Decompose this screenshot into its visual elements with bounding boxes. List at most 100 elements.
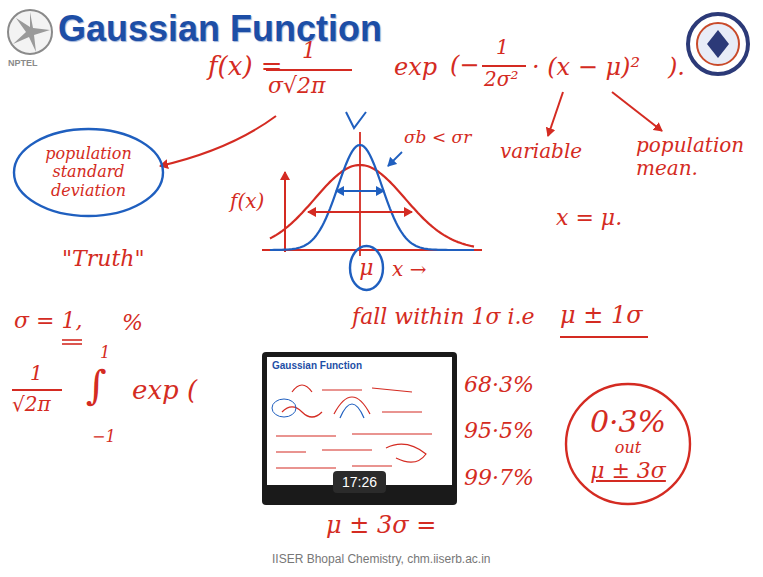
fraction-bar [482,65,526,67]
video-timestamp: 17:26 [333,471,386,493]
circle-outline-shape [566,384,690,504]
thumbnail-title: Gaussian Function [272,360,362,371]
circle-outline-shape [350,246,383,290]
pointer-mark [346,112,366,128]
label-wrap: σ√2π [268,73,326,98]
y-axis [284,172,286,252]
logo-inner [697,23,739,65]
width-arrow [308,211,412,213]
formula-part: √2π [12,393,51,416]
label-wrap: IISER Bhopal Chemistry, chm.iiserb.ac.in [272,553,491,567]
circled-note: population standard deviation [12,127,165,218]
integral-limit: 1 [100,344,110,362]
label-wrap: 95·5% [464,418,534,443]
label-wrap: "Truth" [62,246,145,271]
integral-limit: −1 [92,428,116,446]
formula-part: 2σ² [484,68,518,91]
formula-part: ∫ [86,362,107,408]
logo-mark [707,30,729,58]
label-wrap: 1 [30,362,43,385]
label-wrap: NPTEL [8,58,38,68]
width-arrow [336,190,384,192]
mean-line [359,132,361,256]
label-wrap: ). [668,54,685,82]
formula-part: exp ( [132,376,197,406]
percentage-value: 99·7% [464,465,534,490]
label-wrap: 2σ² [484,68,518,91]
formula-part: ). [668,54,685,82]
footer-text: IISER Bhopal Chemistry, chm.iiserb.ac.in [272,553,491,567]
circle-outline-shape [14,129,163,216]
annotation-label: population mean. [636,134,748,180]
institute-logo [688,14,748,74]
narrow-gaussian-curve [270,145,474,250]
annotation-label: "Truth" [62,246,145,271]
thumbnail-sketch [282,385,422,417]
label-wrap: · (x − μ)² [532,54,640,82]
label-wrap: 1 [302,38,316,63]
percentage-value: 68·3% [464,372,534,397]
circled-note: 0·3%outμ ± 3σ [564,382,692,506]
fraction-bar [12,389,62,391]
underline [560,336,648,338]
label-wrap: μ ± 3σ = [326,512,436,540]
underline [62,343,82,345]
annotation-label: σ = 1, [14,308,82,333]
annotation-label: x = μ. [556,205,622,230]
axis-label: f(x) [230,190,264,213]
annotation-label: % [122,310,143,335]
label-wrap: σb < σr [404,128,471,148]
leader-arrow [612,92,662,131]
label-wrap: x = μ. [556,205,622,230]
label-wrap: variable [500,140,582,163]
label-wrap: fall within 1σ i.e [352,304,534,329]
leader-arrow [388,152,402,166]
note-text: 0·3% [590,405,666,440]
slide-title: Gaussian Function [58,8,382,50]
logo-star [13,12,50,52]
thumbnail-content: Gaussian Function 17:26 [262,352,457,505]
note-text: out [615,439,641,457]
formula-part: 1 [30,362,43,385]
formula-part: (− [450,52,479,80]
note-text: population standard deviation [41,145,137,200]
annotation-label: σb < σr [404,128,471,148]
logo-caption: NPTEL [8,58,38,68]
label-wrap: μ ± 1σ [560,302,643,330]
thumbnail-sketch [276,434,432,468]
thumbnail-sketch [272,399,296,417]
percentage-value: 95·5% [464,418,534,443]
label-wrap: 1 [496,36,509,59]
note-text: μ [359,255,373,280]
formula-part: · (x − μ)² [532,54,640,82]
label-wrap: exp [394,54,437,82]
label-wrap: 1 [100,344,110,362]
thumbnail-sketch [267,357,452,485]
leader-arrow [160,116,276,166]
formula-part: μ ± 3σ = [326,512,436,540]
label-wrap: 99·7% [464,465,534,490]
video-thumbnail: Gaussian Function 17:26 [262,352,457,505]
logo-ring [688,14,748,74]
label-wrap: x → [392,258,426,281]
axis-label: x → [392,258,426,281]
label-wrap: ∫ [86,362,107,408]
label-wrap: population mean. [636,134,748,180]
label-wrap: √2π [12,393,51,416]
title-wrap: Gaussian Function [58,8,382,50]
wide-gaussian-curve [270,165,474,247]
formula-part: 1 [496,36,509,59]
label-wrap: σ = 1, [14,308,82,333]
note-text: μ ± 3σ [590,458,666,483]
note-content: population standard deviation [12,127,165,218]
label-wrap: −1 [92,428,116,446]
formula-part: exp [394,54,437,82]
note-content: 0·3%outμ ± 3σ [564,382,692,506]
label-wrap: % [122,310,143,335]
thumbnail-sketch [340,404,364,418]
logo-ring [8,10,52,54]
note-content: μ [348,244,385,292]
annotation-label: fall within 1σ i.e [352,304,534,329]
label-wrap: f(x) [230,190,264,213]
